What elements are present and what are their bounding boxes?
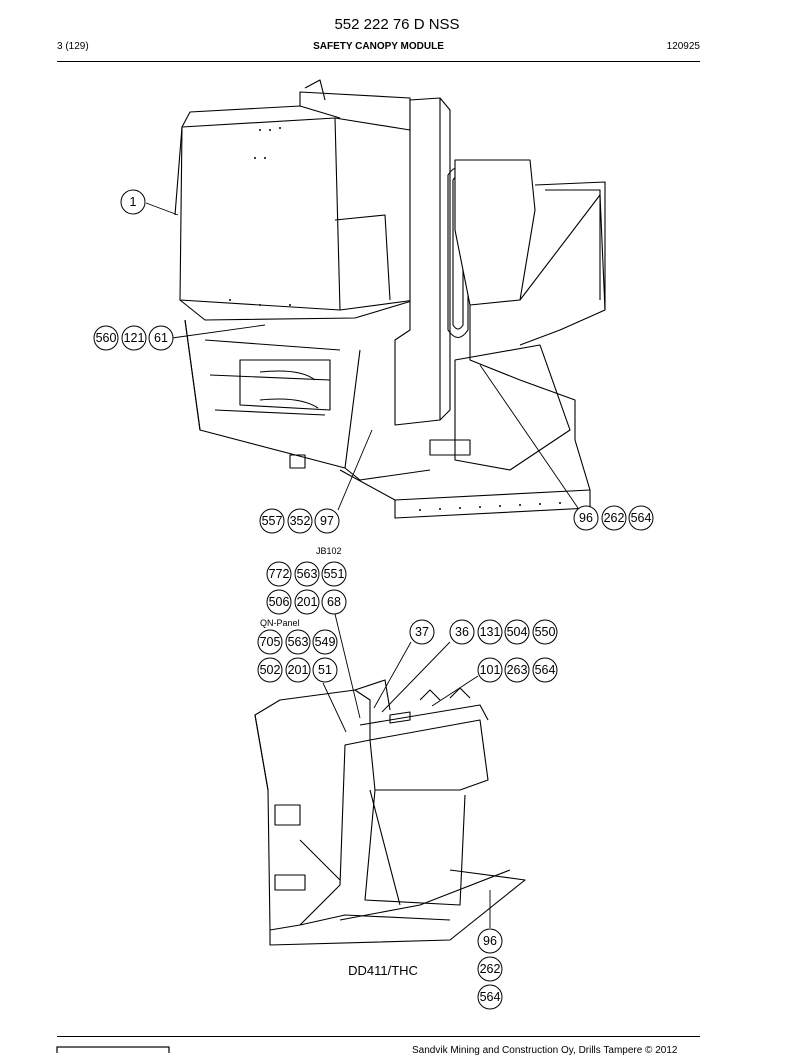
svg-text:131: 131 [480,625,501,639]
header-row: 3 (129) SAFETY CANOPY MODULE 120925 [57,41,700,55]
leader-lines [145,202,579,928]
jb102-label: JB102 [316,546,342,556]
callout-1: 1 [120,189,146,215]
svg-text:549: 549 [315,635,336,649]
svg-text:560: 560 [96,331,117,345]
svg-text:96: 96 [579,511,593,525]
callout-group-96-top: 96 262 564 [573,505,654,531]
callout-column-96: 96 262 564 [477,928,503,1010]
svg-text:97: 97 [320,514,334,528]
callout-group-560: 560 121 61 [93,325,174,351]
svg-text:564: 564 [631,511,652,525]
svg-text:551: 551 [324,567,345,581]
svg-text:504: 504 [507,625,528,639]
callout-group-705: 705 563 549 [257,629,338,655]
svg-text:502: 502 [260,663,281,677]
svg-text:262: 262 [604,511,625,525]
svg-text:564: 564 [480,990,501,1004]
svg-text:51: 51 [318,663,332,677]
svg-text:550: 550 [535,625,556,639]
svg-text:96: 96 [483,934,497,948]
svg-text:201: 201 [297,595,318,609]
svg-text:557: 557 [262,514,283,528]
svg-text:772: 772 [269,567,290,581]
callout-label: 1 [130,195,137,209]
svg-text:506: 506 [269,595,290,609]
footer-copyright: Sandvik Mining and Construction Oy, Dril… [412,1045,678,1056]
document-number: 552 222 76 D NSS [334,16,460,33]
svg-text:121: 121 [124,331,145,345]
callout-group-502: 502 201 51 [257,657,338,683]
svg-text:263: 263 [507,663,528,677]
svg-text:262: 262 [480,962,501,976]
callout-group-506: 506 201 68 [266,589,347,615]
qn-panel-label: QN-Panel [260,618,300,628]
canopy-module-drawing [174,79,606,519]
svg-text:61: 61 [154,331,168,345]
page-number: 3 (129) [57,41,89,52]
page-title: SAFETY CANOPY MODULE [313,41,444,52]
callout-group-557: 557 352 97 [259,508,340,534]
sandvik-logo [56,1046,170,1053]
svg-text:68: 68 [327,595,341,609]
svg-text:352: 352 [290,514,311,528]
callout-37: 37 [409,619,435,645]
svg-text:564: 564 [535,663,556,677]
callout-group-101: 101 263 564 [477,657,558,683]
svg-text:101: 101 [480,663,501,677]
svg-text:201: 201 [288,663,309,677]
svg-text:563: 563 [297,567,318,581]
svg-text:36: 36 [455,625,469,639]
footer-rule [57,1036,700,1037]
header-rule [57,61,700,62]
model-label: DD411/THC [348,963,418,978]
svg-text:37: 37 [415,625,429,639]
svg-text:563: 563 [288,635,309,649]
callout-group-36: 36 131 504 550 [449,619,558,645]
rivet-dots [229,127,561,511]
document-date: 120925 [666,41,700,52]
callout-group-772: 772 563 551 [266,561,347,587]
svg-text:705: 705 [260,635,281,649]
control-panel-drawing [254,679,526,946]
